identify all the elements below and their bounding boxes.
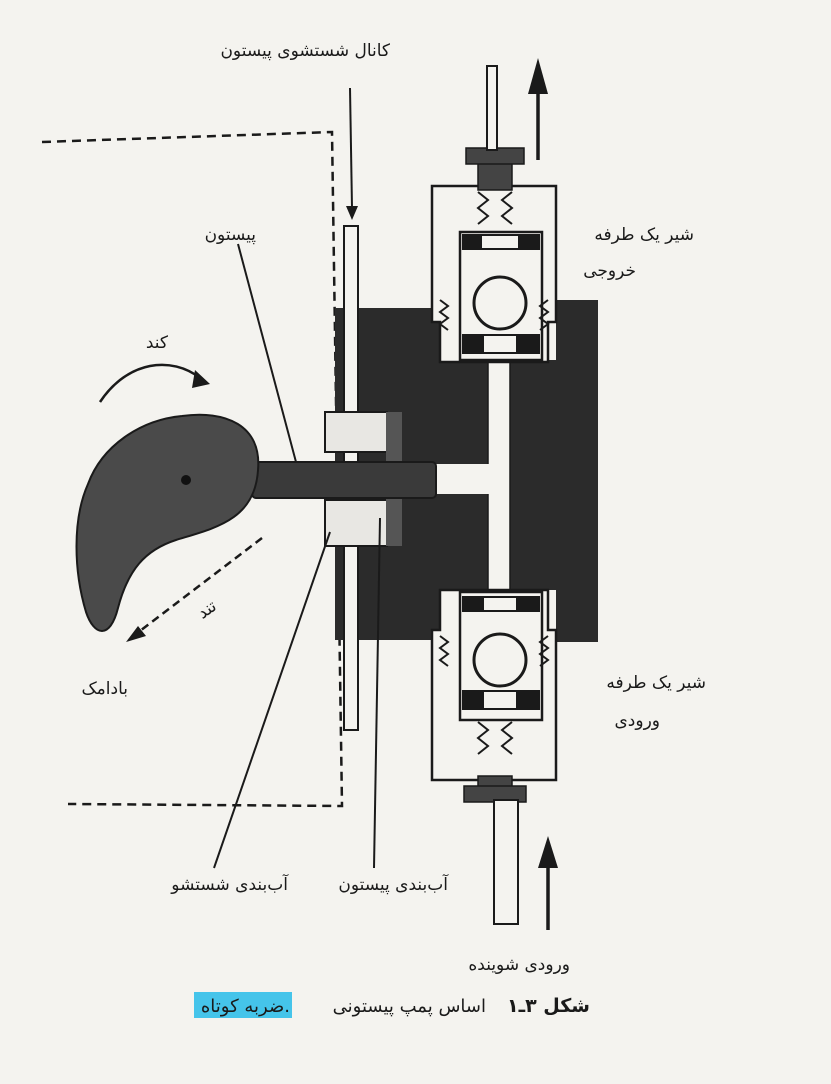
label-slow: کند [146,333,169,353]
wash-seal-block [324,499,388,547]
caption-figure-number: شکل ۳ـ۱ [507,995,590,1017]
outlet-tube [486,65,498,151]
inlet-valve-ball [472,632,528,688]
inlet-flow-arrowhead [538,836,558,868]
label-inlet-valve-1: شیر یک طرفه [606,673,706,693]
inlet-tube [493,799,519,925]
caption-text: اساس پمپ پیستونی [333,996,486,1017]
label-fast: تند [194,596,221,623]
piston-seal-leader [373,517,381,869]
label-outlet-valve-2: خروجی [583,261,636,281]
outlet-check-valve [430,147,558,364]
wash-channel-arrow [349,87,353,209]
dashed-housing-outline [41,130,344,808]
label-piston-wash-channel: کانال شستشوی پیستون [220,41,390,61]
label-piston-seal: آب‌بندی پیستون [338,873,449,895]
fast-arrowhead [126,626,146,642]
label-wash-seal: آب‌بندی شستشو [170,873,289,895]
label-piston: پیستون [205,225,257,245]
piston-seal-block [324,411,388,453]
wash-seal-leader [213,531,331,869]
label-inlet-valve-2: ورودی [614,711,660,731]
wash-channel-arrowhead [346,206,358,220]
inlet-check-valve [430,588,558,803]
slow-arrowhead [192,370,210,388]
outlet-flow-arrowhead [528,58,548,94]
label-cam: بادامک [81,679,128,699]
cam-shape [75,413,260,632]
cam-axle [181,475,191,485]
internal-channel-vertical [488,360,510,592]
piston-rod [251,461,437,499]
label-solvent-inlet: ورودی شوینده [468,955,570,975]
caption-highlight [194,992,292,1018]
slow-arrow [98,363,201,403]
outlet-valve-ball [472,275,528,331]
fast-arrow [135,537,263,635]
piston-leader [237,243,297,463]
label-outlet-valve-1: شیر یک طرفه [594,225,694,245]
caption-highlight-text: ضربه کوتاه. [201,996,290,1017]
